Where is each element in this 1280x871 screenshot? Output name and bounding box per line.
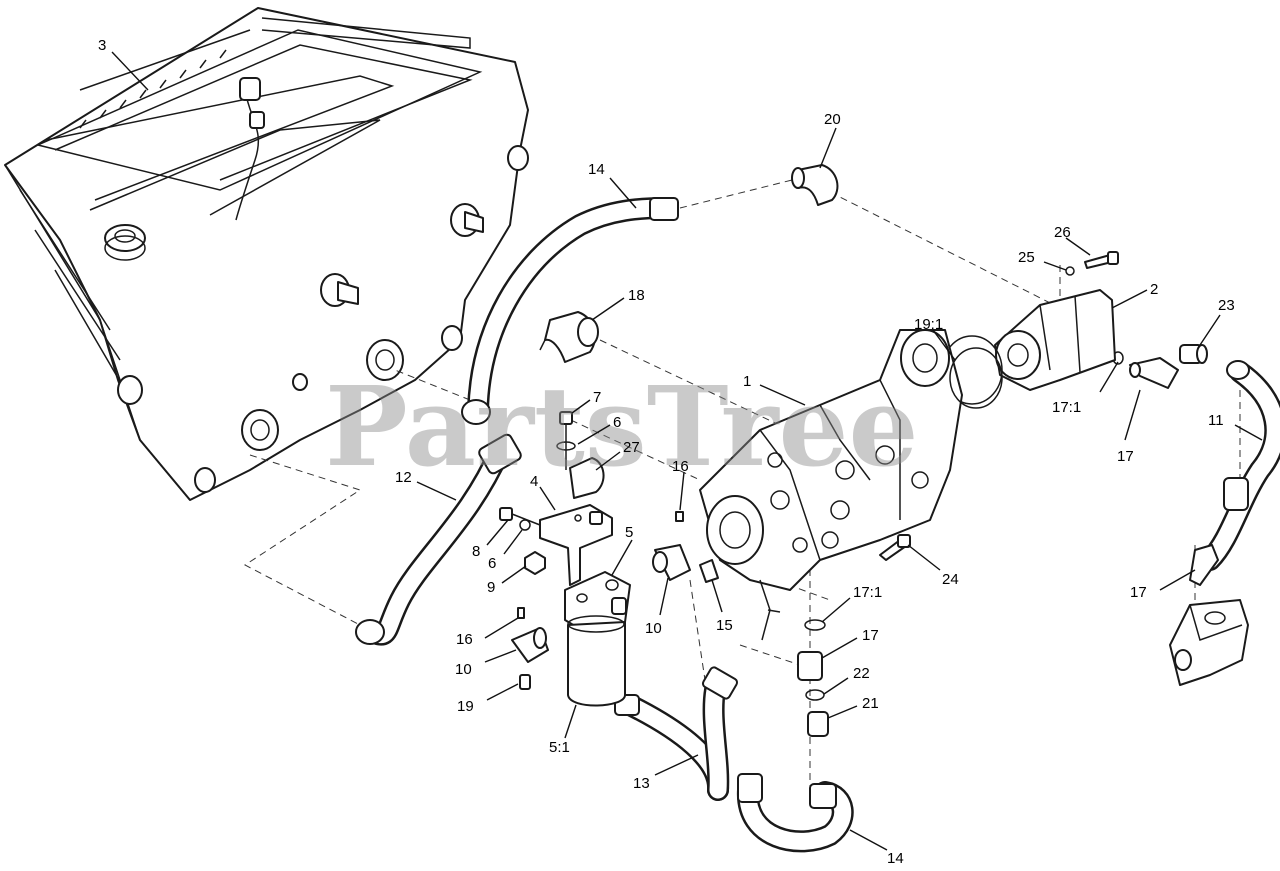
plug-16-right[interactable] (675, 511, 684, 522)
callout-19-1: 22 (853, 665, 870, 682)
clamp-27[interactable] (569, 457, 605, 499)
filter-element[interactable] (567, 615, 626, 707)
callout-25: 25 (1018, 249, 1035, 266)
elbow-fitting-17-center[interactable] (797, 651, 823, 681)
callout-10-right: 10 (645, 620, 662, 637)
callout-21: 19:1 (914, 316, 943, 333)
callout-8: 8 (472, 543, 480, 560)
bolt-26[interactable] (1084, 251, 1119, 269)
callout-17-center: 17 (862, 627, 879, 644)
callout-labels: 3 14 20 26 25 2 23 19:1 18 1 17:1 17 11 … (98, 37, 1235, 867)
callout-26: 26 (1054, 224, 1071, 241)
callout-11: 11 (1208, 412, 1224, 429)
callout-2: 2 (1150, 281, 1158, 298)
callout-5: 5 (625, 524, 633, 541)
callout-3: 3 (98, 37, 106, 54)
callout-17-top: 17 (1117, 448, 1134, 465)
callout-4: 4 (530, 473, 538, 490)
callout-14-bottom: 14 (887, 850, 904, 867)
leader-lines (111, 51, 1263, 851)
fitting-10-left[interactable] (511, 627, 549, 663)
nut-9[interactable] (524, 551, 546, 575)
gear-pump[interactable] (941, 289, 1116, 405)
watermark: PartsTree (325, 362, 919, 491)
callout-18: 18 (628, 287, 645, 304)
callout-14-left: 13 (633, 775, 650, 792)
callout-6-bottom: 6 (488, 555, 496, 572)
fitting-23[interactable] (1179, 344, 1208, 364)
fitting-19[interactable] (807, 711, 829, 737)
callout-17-right: 17 (1130, 584, 1147, 601)
bolt-7[interactable] (559, 411, 573, 470)
bolt-8[interactable] (499, 507, 541, 526)
callout-24: 24 (942, 571, 959, 588)
tank-port-fittings (117, 145, 529, 493)
oring-21 (949, 347, 1003, 409)
valve-block[interactable] (1169, 599, 1249, 686)
fitting-10-right[interactable] (652, 544, 691, 581)
sensor-20[interactable] (519, 674, 531, 690)
plug-16-left[interactable] (517, 607, 525, 619)
elbow-fitting-17-top[interactable] (1129, 357, 1179, 389)
callout-23: 23 (1218, 297, 1235, 314)
callout-16-left: 16 (456, 631, 473, 648)
hose-13[interactable] (461, 197, 679, 425)
fitting-15[interactable] (699, 559, 719, 583)
callout-12: 12 (395, 469, 412, 486)
filter-bracket[interactable] (539, 504, 613, 586)
callout-27: 27 (623, 439, 640, 456)
callout-19: 21 (862, 695, 879, 712)
callout-16-right: 16 (672, 458, 689, 475)
callout-13: 14 (588, 161, 605, 178)
callout-10-left: 10 (455, 661, 472, 678)
elbow-fitting-18[interactable] (539, 311, 599, 363)
callout-5-1: 5:1 (549, 739, 570, 756)
bolt-24[interactable] (879, 534, 911, 561)
callout-17-1-top: 17:1 (1052, 399, 1081, 416)
elbow-fitting-17-right[interactable] (1189, 544, 1219, 586)
hydrostatic-pump[interactable] (699, 329, 963, 641)
callout-17-1-bottom: 17:1 (853, 584, 882, 601)
callout-1: 1 (743, 373, 751, 390)
hydraulic-tank[interactable] (4, 7, 529, 501)
callout-9: 9 (487, 579, 495, 596)
elbow-fitting-22[interactable] (791, 164, 839, 206)
orings (804, 266, 1124, 701)
callout-15: 15 (716, 617, 733, 634)
callout-7: 7 (593, 389, 601, 406)
callout-6-top: 6 (613, 414, 621, 431)
hose-11[interactable] (1199, 360, 1280, 571)
callout-20: 19 (457, 698, 474, 715)
hose-12[interactable] (355, 433, 523, 646)
hose-14-bottom[interactable] (736, 773, 854, 853)
callout-22: 20 (824, 111, 841, 128)
washers-6 (519, 441, 576, 531)
hose-14-left[interactable] (614, 666, 739, 801)
